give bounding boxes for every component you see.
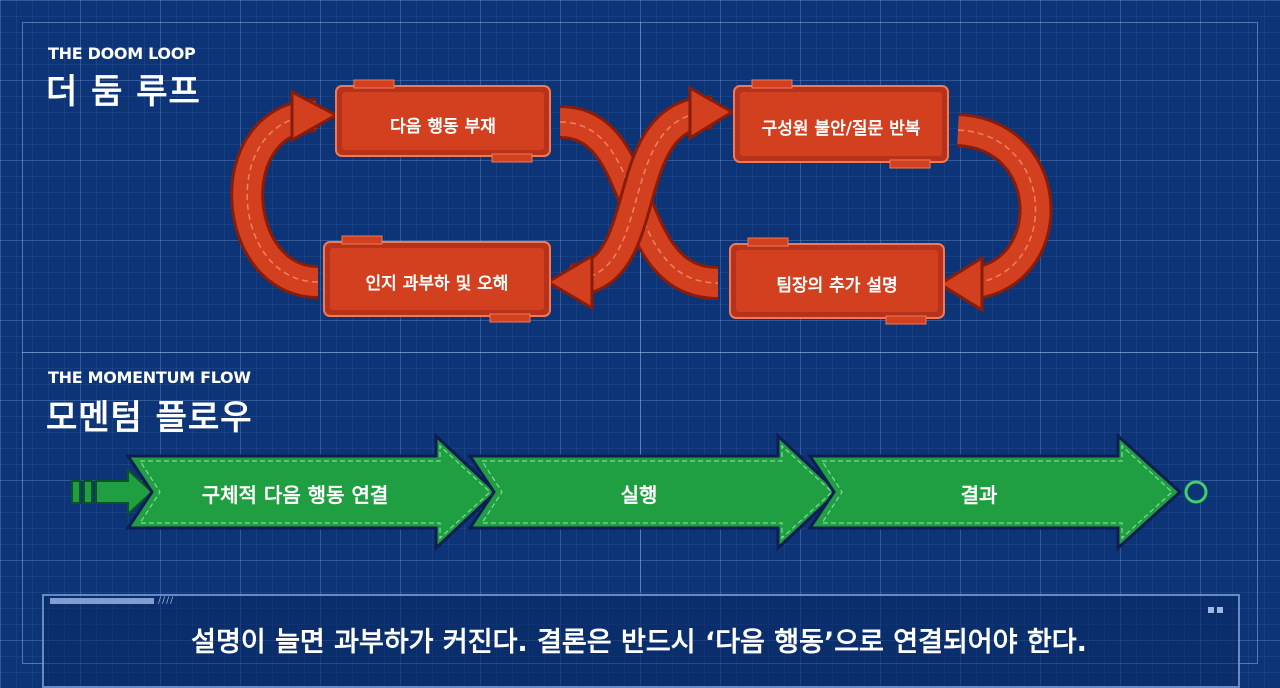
panel-corner-dots: [1208, 598, 1232, 613]
momentum-flow-title: 모멘텀 플로우: [46, 398, 253, 438]
bottom-message: 설명이 늘면 과부하가 커진다. 결론은 반드시 ‘다음 행동’으로 연결되어야…: [191, 627, 1087, 658]
flow-end-node: [1184, 480, 1208, 504]
node-box-top-left: [335, 79, 551, 163]
momentum-flow-subtitle: THE MOMENTUM FLOW: [48, 368, 251, 387]
node-box-top-right: [733, 79, 949, 169]
node-label-bottom-left: 인지 과부하 및 오해: [365, 274, 509, 294]
node-box-bottom-left: [323, 235, 551, 323]
flow-input-stub: [71, 467, 154, 517]
panel-accent-bar: [50, 598, 154, 604]
center-guide-line: [640, 22, 641, 592]
doom-loop-connectors: [230, 95, 1053, 301]
flow-step-label-1: 구체적 다음 행동 연결: [201, 483, 389, 507]
flow-step-label-2: 실행: [620, 483, 658, 507]
flow-step-label-3: 결과: [960, 483, 998, 507]
flow-arrow-2: [467, 432, 841, 552]
section-divider: [22, 352, 1258, 353]
node-box-bottom-right: [729, 237, 945, 325]
doom-loop-subtitle: THE DOOM LOOP: [48, 44, 196, 63]
node-label-top-right: 구성원 불안/질문 반복: [761, 119, 921, 139]
doom-loop-boxes: [323, 79, 949, 325]
panel-accent-dashes: ////: [158, 596, 175, 606]
node-label-top-left: 다음 행동 부재: [390, 117, 496, 137]
arrowhead-to-top-left: [290, 89, 340, 143]
doom-loop-arrowheads: [290, 85, 984, 313]
node-label-bottom-right: 팀장의 추가 설명: [776, 276, 898, 296]
momentum-flow-arrows: [71, 432, 1208, 552]
arrowhead-to-top-right: [688, 85, 735, 141]
doom-loop-title: 더 둠 루프: [46, 72, 201, 112]
flow-arrow-3: [807, 432, 1183, 552]
arrowhead-to-bottom-left: [545, 253, 594, 311]
flow-arrow-1: [125, 432, 499, 552]
arrowhead-to-bottom-right: [937, 255, 984, 313]
